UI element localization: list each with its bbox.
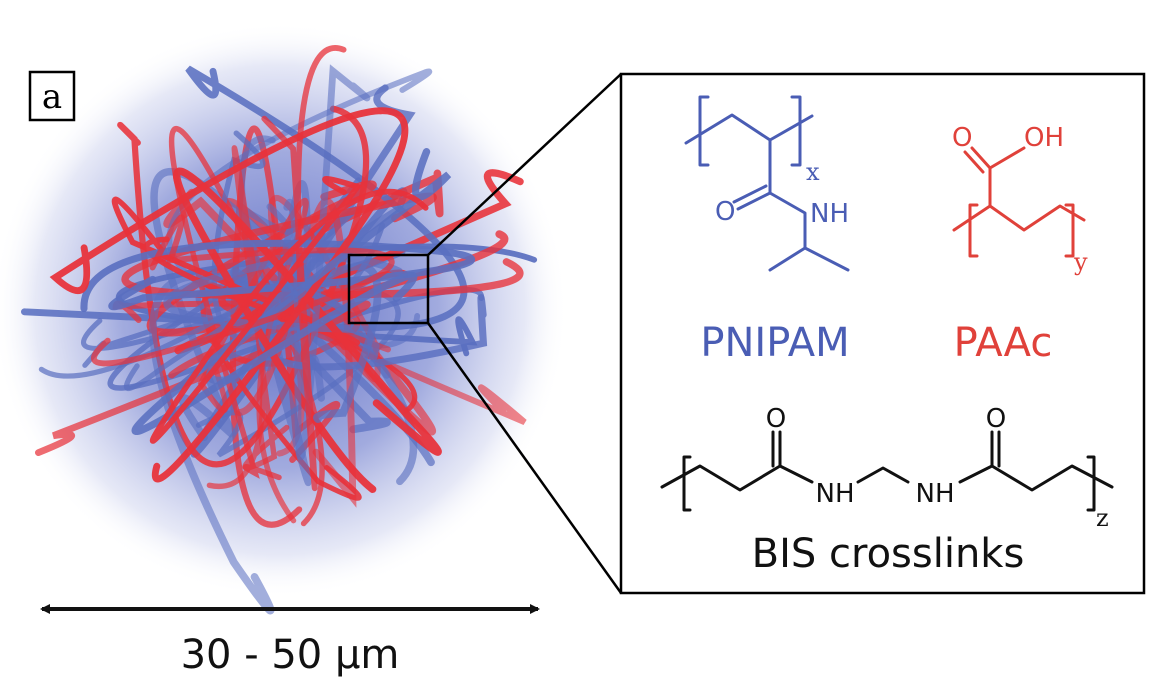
pnipam-strand <box>80 239 476 313</box>
panel-label: a <box>42 77 62 117</box>
bis-carbonyl-left <box>771 430 782 468</box>
pnipam-backbone <box>684 113 814 145</box>
bis-amide-nh-left: NH <box>816 479 855 509</box>
paac-strand <box>261 45 347 492</box>
pnipam-strand <box>20 65 468 332</box>
zoom-box <box>347 253 430 325</box>
pnipam-bracket-left <box>698 95 710 167</box>
bis-bracket-right <box>1086 455 1096 512</box>
bis-name: BIS crosslinks <box>752 531 1025 577</box>
pnipam-bracket-right <box>790 95 802 167</box>
paac-strand <box>111 196 360 346</box>
paac-strand <box>91 214 395 367</box>
paac-backbone <box>952 204 1086 232</box>
paac-hydroxyl: OH <box>1024 123 1064 153</box>
chemistry-inset: x O NH PNIPAM O OH y PAAc O O NH NH <box>619 72 1146 595</box>
paac-name: PAAc <box>954 320 1053 366</box>
paac-structure <box>952 146 1086 258</box>
pnipam-strand <box>150 167 418 486</box>
pnipam-subscript: x <box>806 158 820 186</box>
paac-bracket-left <box>968 203 979 258</box>
pnipam-sidechain <box>768 138 850 272</box>
scale-bar: 30 - 50 µm <box>40 604 540 678</box>
bis-oxygen-left: O <box>766 404 786 434</box>
bis-oxygen-right: O <box>986 404 1006 434</box>
bis-subscript: z <box>1096 504 1109 532</box>
bis-chain-left <box>660 464 814 492</box>
scale-bar-label: 30 - 50 µm <box>181 632 400 678</box>
paac-bracket-right <box>1064 203 1075 258</box>
paac-subscript: y <box>1073 248 1088 276</box>
bis-bracket-left <box>682 455 692 512</box>
paac-strand <box>229 125 341 528</box>
bis-structure <box>660 430 1114 512</box>
pnipam-amide-nh: NH <box>810 199 849 229</box>
pnipam-structure <box>684 95 850 272</box>
paac-carbonyl <box>963 146 992 174</box>
pnipam-name: PNIPAM <box>700 320 849 366</box>
microgel-particle <box>0 22 568 615</box>
polymer-strands <box>20 45 538 615</box>
pnipam-carbonyl <box>732 184 772 211</box>
zoom-connector-top <box>427 73 622 256</box>
paac-strand <box>49 107 409 483</box>
paac-strand <box>149 175 429 444</box>
paac-strand <box>117 105 370 468</box>
bis-amide-nh-right: NH <box>916 479 955 509</box>
pnipam-carbonyl-oxygen: O <box>715 197 735 227</box>
zoom-connector-bottom <box>426 322 623 594</box>
bis-chain-right <box>958 464 1114 492</box>
zoom-indicator <box>347 73 623 594</box>
inset-frame <box>619 72 1146 595</box>
panel-label-box: a <box>28 70 76 122</box>
paac-carbonyl-oxygen: O <box>952 123 972 153</box>
pnipam-strand <box>131 148 452 435</box>
bis-methylene <box>856 466 910 484</box>
bis-carbonyl-right <box>990 430 1001 468</box>
